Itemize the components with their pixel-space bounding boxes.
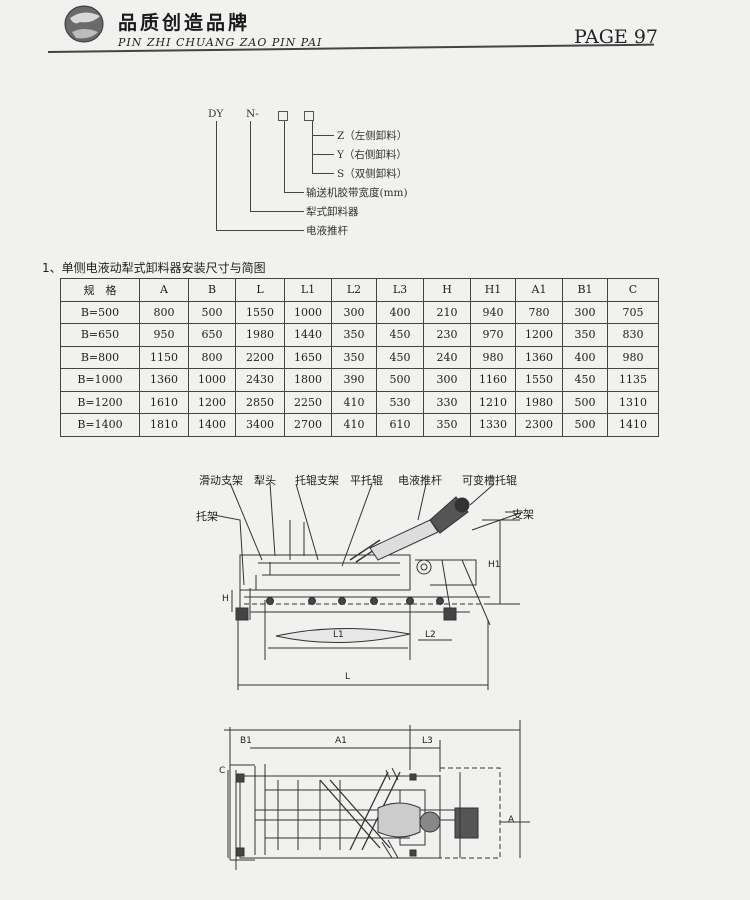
table-cell: 2430 — [235, 368, 285, 392]
table-cell: 450 — [376, 323, 424, 347]
table-cell: 500 — [562, 413, 608, 437]
side-view — [213, 482, 524, 690]
code-z: Z（左侧卸料） — [337, 130, 408, 142]
dim-l3: L3 — [422, 736, 433, 746]
table-cell: 500 — [562, 390, 608, 414]
dim-h1: H1 — [488, 560, 501, 570]
table-cell: 210 — [423, 300, 471, 324]
table-cell: 1160 — [470, 368, 516, 392]
label-roller-frame: 托辊支架 — [295, 474, 339, 487]
table-cell: 300 — [423, 368, 471, 392]
table-cell: 400 — [562, 345, 608, 369]
code-s: S（双侧卸料） — [337, 168, 408, 180]
table-cell: 800 — [188, 345, 236, 369]
code-box-width — [278, 111, 288, 121]
code-y: Y（右侧卸料） — [337, 149, 407, 161]
table-cell: 1410 — [607, 413, 659, 437]
table-cell: 1210 — [470, 390, 516, 414]
code-pusher: 电液推杆 — [306, 225, 348, 237]
table-cell: 530 — [376, 390, 424, 414]
table-cell: 980 — [470, 345, 516, 369]
table-cell: 500 — [376, 368, 424, 392]
table-cell: 1360 — [139, 368, 189, 392]
section-title: 1、单侧电液动犁式卸料器安装尺寸与简图 — [42, 261, 266, 275]
table-cell: 1200 — [515, 323, 563, 347]
table-header: L2 — [331, 278, 377, 302]
dim-l1: L1 — [333, 630, 344, 640]
leader-line — [312, 154, 334, 155]
table-cell: 1550 — [515, 368, 563, 392]
code-box-side — [304, 111, 314, 121]
globe-logo-icon — [64, 5, 104, 43]
label-pusher: 电液推杆 — [398, 474, 442, 487]
table-cell: 330 — [423, 390, 471, 414]
table-cell: B=1400 — [60, 413, 140, 437]
label-bracket: 支架 — [512, 508, 534, 521]
header-title-cn: 品质创造品牌 — [118, 12, 251, 34]
table-cell: 1310 — [607, 390, 659, 414]
table-cell: B=1000 — [60, 368, 140, 392]
plan-view — [224, 720, 530, 870]
label-plough-head: 犁头 — [254, 474, 276, 487]
leader-line — [312, 121, 313, 135]
dim-a1: A1 — [335, 736, 347, 746]
leader-line — [312, 135, 334, 136]
model-prefix: DY — [208, 108, 224, 120]
label-flat-roller: 平托辊 — [350, 474, 383, 487]
table-cell: 1550 — [235, 300, 285, 324]
table-cell: 390 — [331, 368, 377, 392]
leader-line — [250, 211, 304, 212]
code-plough: 犁式卸料器 — [306, 206, 359, 218]
dim-h: H — [222, 594, 229, 604]
label-slide-frame: 滑动支架 — [199, 474, 243, 487]
table-header: L3 — [376, 278, 424, 302]
table-header-row: 规 格 A B L L1 L2 L3 H H1 A1 B1 C — [60, 278, 659, 302]
leader-line — [312, 173, 334, 174]
table-cell: 1400 — [188, 413, 236, 437]
table-cell: 2850 — [235, 390, 285, 414]
leader-line — [216, 121, 217, 230]
table-cell: 705 — [607, 300, 659, 324]
leader-line — [284, 121, 285, 192]
leader-line — [284, 192, 304, 193]
dim-c: C — [219, 766, 226, 776]
table-cell: 610 — [376, 413, 424, 437]
table-cell: 1360 — [515, 345, 563, 369]
table-cell: 1810 — [139, 413, 189, 437]
leader-line — [216, 230, 304, 231]
label-variable-roller: 可变槽托辊 — [462, 474, 517, 487]
table-cell: 2200 — [235, 345, 285, 369]
leader-line — [250, 121, 251, 211]
table-cell: 1135 — [607, 368, 659, 392]
table-cell: 3400 — [235, 413, 285, 437]
table-cell: 230 — [423, 323, 471, 347]
table-cell: 450 — [376, 345, 424, 369]
dim-l2: L2 — [425, 630, 436, 640]
code-width: 输送机胶带宽度(mm) — [306, 187, 408, 199]
model-part-n: N- — [246, 108, 259, 120]
table-cell: 1800 — [284, 368, 332, 392]
page-number: PAGE 97 — [573, 26, 658, 48]
dim-b1: B1 — [240, 736, 252, 746]
dim-l: L — [345, 672, 351, 682]
table-cell: B=800 — [60, 345, 140, 369]
label-support: 托架 — [196, 510, 218, 523]
table-cell: 410 — [331, 413, 377, 437]
table-cell: 1330 — [470, 413, 516, 437]
dim-a: A — [508, 815, 515, 825]
table-cell: 2700 — [284, 413, 332, 437]
header-title-en: PIN ZHI CHUANG ZAO PIN PAI — [118, 36, 323, 49]
